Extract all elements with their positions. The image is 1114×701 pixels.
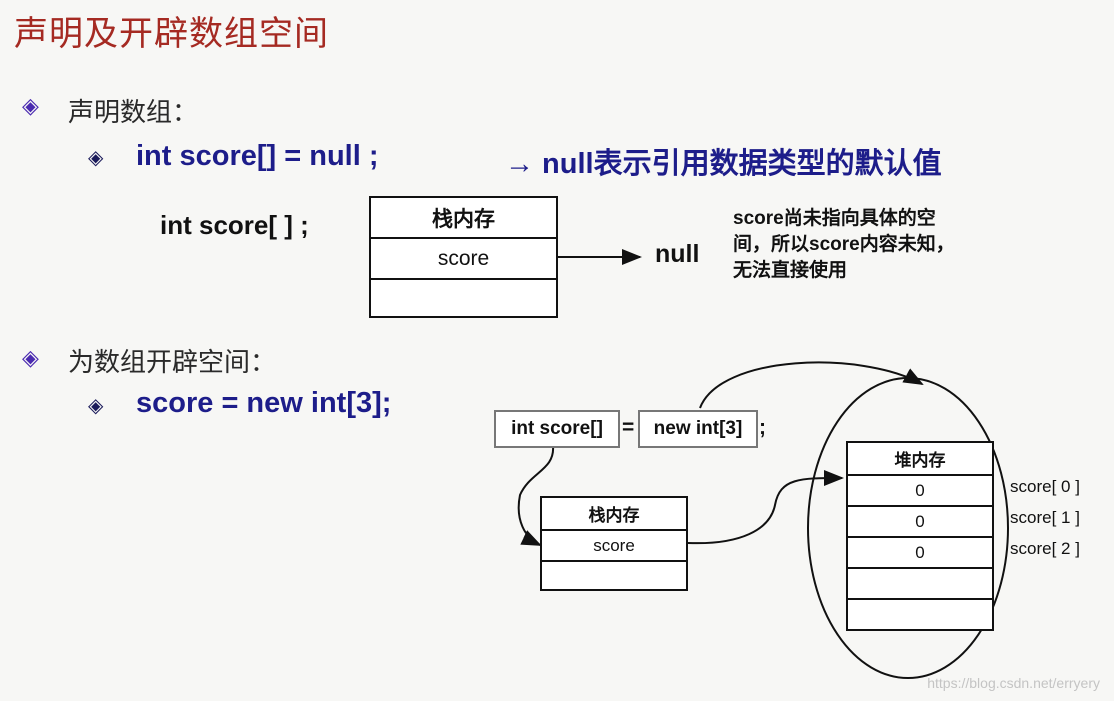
diamond-bullet-icon: ◈ [22,346,39,371]
equals-sign: = [622,416,635,439]
note-line: 间，所以score内容未知， [733,234,955,255]
heap-cell-1: 0 [848,505,992,536]
heap-cell-2: 0 [848,536,992,567]
heap-empty-cell [848,598,992,629]
page-title: 声明及开辟数组空间 [14,14,329,54]
arrow-new-to-heap [699,361,924,409]
section2-heading: 为数组开辟空间： [68,348,277,378]
stack-memory-empty-cell [542,560,686,589]
stack-memory-box-2: 栈内存 score [540,496,688,591]
heap-index-label: score[ 1 ] [1010,508,1080,527]
explanation-note: score尚未指向具体的空 间，所以score内容未知， 无法直接使用 [733,206,955,284]
section1-heading: 声明数组： [68,98,199,128]
heap-region-ellipse [807,377,1009,679]
stack-memory-box-1: 栈内存 score [369,196,558,318]
section1-comment: → null表示引用数据类型的默认值 [505,148,942,180]
arrow-decl-to-stack [517,445,555,546]
semicolon: ; [759,416,766,439]
section2-code: score = new int[3]; [136,387,392,419]
heap-index-label: score[ 2 ] [1010,539,1080,558]
stack-memory-header: 栈内存 [588,506,640,525]
diamond-bullet-icon: ◈ [88,145,104,169]
section1-code: int score[] = null ; [136,140,379,172]
heap-memory-header: 堆内存 [894,451,946,470]
stack-memory-cell-score: score [371,237,556,278]
note-line: 无法直接使用 [733,260,848,281]
heap-memory-box: 堆内存 0 0 0 [846,441,994,631]
code-box-declaration: int score[] [494,410,620,448]
code-box-new: new int[3] [638,410,758,448]
heap-cell-0: 0 [848,474,992,505]
null-target: null [655,240,700,268]
stack-memory-header: 栈内存 [432,207,495,231]
stack-memory-cell-score: score [542,529,686,560]
watermark: https://blog.csdn.net/erryery [927,675,1100,691]
heap-index-label: score[ 0 ] [1010,477,1080,496]
arrow-stack-to-heap [687,470,844,545]
heap-empty-cell [848,567,992,598]
diamond-bullet-icon: ◈ [22,94,39,119]
declaration-text: int score[ ] ; [160,210,309,240]
diamond-bullet-icon: ◈ [88,393,104,417]
note-line: score尚未指向具体的空 [733,208,936,229]
stack-memory-empty-cell [371,278,556,316]
